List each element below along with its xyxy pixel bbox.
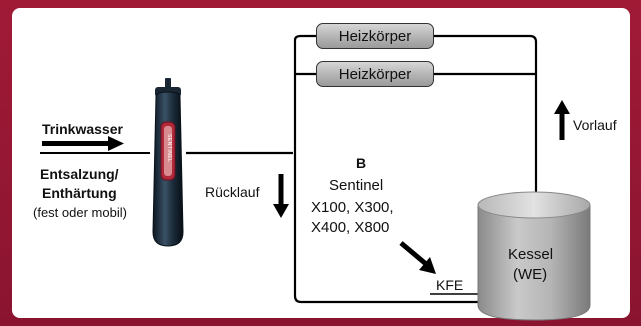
pipe-left-riser <box>293 40 478 304</box>
b-label: B <box>356 155 367 171</box>
boiler <box>477 191 591 321</box>
ruecklauf-label: Rücklauf <box>205 184 260 200</box>
pipe-top-line-right <box>434 34 538 196</box>
trinkwasser-label: Trinkwasser <box>42 121 123 137</box>
filter-cylinder <box>152 78 184 247</box>
pipe-top-line <box>293 34 316 41</box>
kfe-label: KFE <box>436 277 464 293</box>
sentinel-label: Sentinel <box>329 177 384 194</box>
pipe-network <box>186 34 538 304</box>
dosing-arrow <box>399 241 436 274</box>
trinkwasser-arrow <box>40 136 150 154</box>
radiator-2: Heizkörper <box>316 61 434 87</box>
models-line-2: X400, X800 <box>311 219 390 236</box>
ruecklauf-arrow <box>273 174 289 218</box>
entsalzung-label: Entsalzung/ <box>40 166 119 182</box>
radiator-2-label: Heizkörper <box>338 65 412 83</box>
radiator-1-label: Heizkörper <box>338 27 412 45</box>
enthaertung-label: Enthärtung <box>42 185 117 201</box>
filter-badge: SENTINEL <box>166 134 172 163</box>
radiator-1: Heizkörper <box>316 23 434 49</box>
vorlauf-label: Vorlauf <box>573 117 617 133</box>
vorlauf-arrow <box>554 100 570 140</box>
kessel-label: Kessel <box>508 246 554 263</box>
we-label: (WE) <box>513 266 548 283</box>
mode-label: (fest oder mobil) <box>33 205 127 220</box>
models-line-1: X100, X300, <box>311 199 394 216</box>
